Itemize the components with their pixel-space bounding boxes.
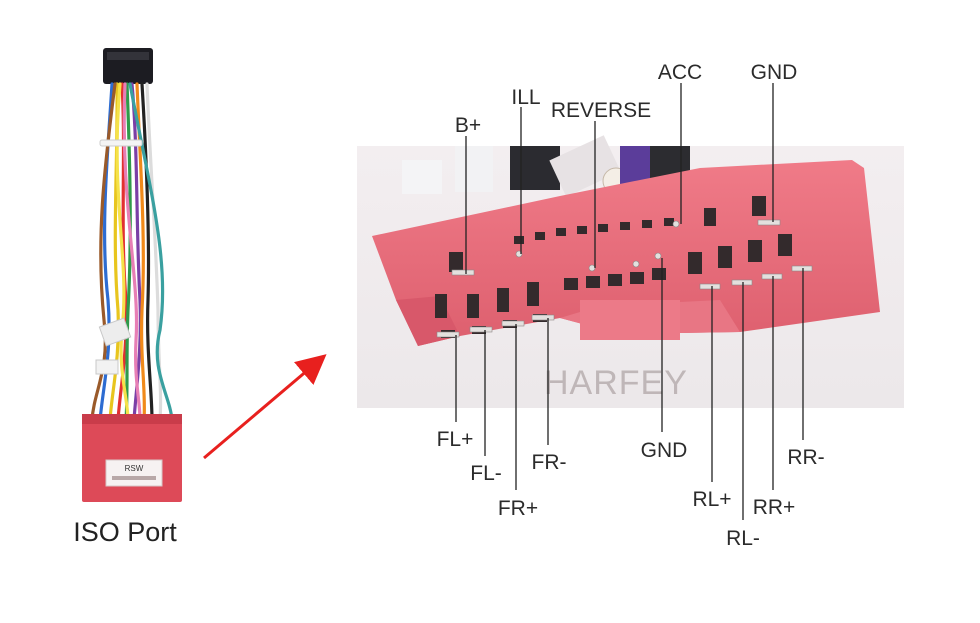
pin-label-rl-plus: RL+ [692, 488, 731, 511]
pin-label-rr-plus: RR+ [753, 496, 796, 519]
watermark-text: HARFEY [544, 364, 688, 402]
connector-closeup-photo: HARFEY [357, 135, 904, 408]
iso-port-caption: ISO Port [73, 517, 177, 547]
pin-label-fl-minus: FL- [470, 462, 502, 485]
pin-label-ill: ILL [511, 86, 540, 109]
pin-label-acc: ACC [658, 61, 702, 84]
pin-label-reverse: REVERSE [551, 99, 651, 122]
pointer-arrow [203, 354, 327, 460]
pin-label-fr-plus: FR+ [498, 497, 538, 520]
harness-label-sticker [105, 459, 163, 487]
pin-label-b-plus: B+ [455, 114, 481, 137]
pin-leader-lines [455, 83, 804, 520]
pin-labels: B+ ILL REVERSE ACC GND FL+ FL- FR+ FR- G… [437, 61, 825, 550]
pin-label-fr-minus: FR- [532, 451, 567, 474]
pin-label-rr-minus: RR- [787, 446, 824, 469]
pin-label-gnd-bottom: GND [641, 439, 688, 462]
pin-label-rl-minus: RL- [726, 527, 760, 550]
pin-label-fl-plus: FL+ [437, 428, 474, 451]
wiring-harness-image: RSW [82, 48, 182, 502]
iso-connector-block [82, 414, 182, 502]
pin-label-gnd-top: GND [751, 61, 798, 84]
harness-label-text: RSW [125, 464, 144, 473]
